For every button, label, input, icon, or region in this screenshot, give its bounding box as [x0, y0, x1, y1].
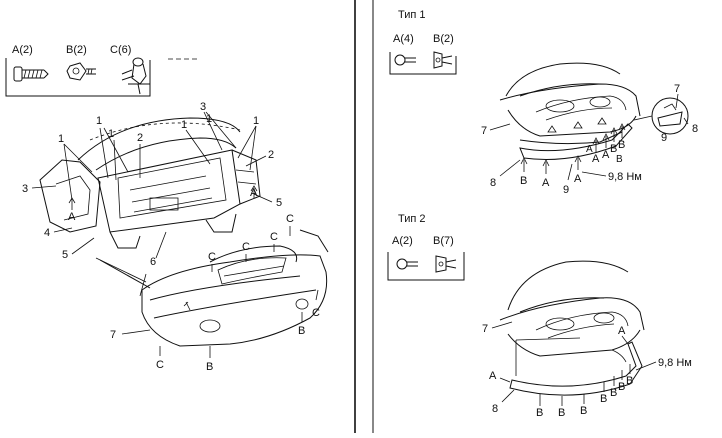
bolt-b-icon — [66, 62, 96, 81]
callout-7: 7 — [110, 329, 116, 341]
legend-label-a: A(2) — [12, 44, 33, 56]
screw-a-icon — [13, 66, 49, 82]
letter-b: B — [536, 407, 543, 419]
letter-c: C — [312, 307, 320, 319]
legend-label-b: B(2) — [66, 44, 87, 56]
letter-c: C — [270, 231, 278, 243]
callout-1: 1 — [58, 133, 64, 145]
callout-3: 3 — [200, 101, 206, 113]
letter-a: A — [574, 173, 582, 185]
type2-screw-a-icon — [396, 258, 418, 270]
letter-c: C — [242, 241, 250, 253]
letter-b: B — [616, 154, 623, 165]
letter-b: B — [600, 393, 607, 405]
left-fastener-legend: A(2) B(2) C(6) — [5, 44, 198, 97]
letter-b: B — [610, 143, 617, 155]
type1-legend-a: A(4) — [393, 33, 414, 45]
callout-5: 5 — [62, 249, 68, 261]
letter-b: B — [610, 387, 617, 399]
callout-9: 9 — [563, 184, 569, 196]
callout-8: 8 — [490, 177, 496, 189]
legend-label-c: C(6) — [110, 44, 131, 56]
type2-legend-b: B(7) — [433, 235, 454, 247]
letter-b: B — [558, 407, 565, 419]
left-exploded-view — [39, 117, 329, 347]
letter-b: B — [618, 381, 625, 393]
letter-a: A — [250, 187, 258, 199]
type2-clip-b-icon — [435, 255, 457, 273]
letter-a: A — [489, 370, 497, 382]
callout-1: 1 — [206, 113, 212, 125]
letter-a: A — [586, 144, 593, 155]
callout-2: 2 — [268, 149, 274, 161]
letter-a: A — [618, 325, 626, 337]
callout-1: 1 — [96, 115, 102, 127]
type1-callouts: 7 7 8 8 9 9 9,8 Нм — [481, 83, 698, 196]
letter-b: B — [520, 175, 527, 187]
callout-8: 8 — [692, 123, 698, 135]
type1-legend-b: B(2) — [433, 33, 454, 45]
letter-a: A — [542, 177, 550, 189]
callout-1: 1 — [108, 128, 114, 140]
type1-torque: 9,8 Нм — [608, 171, 642, 183]
callout-8: 8 — [492, 403, 498, 415]
callout-9: 9 — [661, 132, 667, 144]
clip-c-icon — [121, 57, 150, 95]
callout-5: 5 — [276, 197, 282, 209]
type1-section: Тип 1 A(4) B(2) — [389, 9, 689, 160]
type2-callouts: 7 8 9,8 Нм — [482, 321, 692, 415]
type2-title: Тип 2 — [398, 213, 426, 225]
callout-1: 1 — [253, 115, 259, 127]
letter-b: B — [206, 361, 213, 373]
type2-torque: 9,8 Нм — [658, 357, 692, 369]
letter-b: B — [298, 325, 305, 337]
letter-b: B — [618, 139, 625, 151]
callout-3: 3 — [22, 183, 28, 195]
type1-fastener-letters: A A A A B B B A B — [520, 123, 626, 189]
callout-7: 7 — [482, 323, 488, 335]
letter-b: B — [626, 375, 633, 387]
callout-7: 7 — [481, 125, 487, 137]
callout-6: 6 — [150, 256, 156, 268]
left-callouts: 1 1 1 2 1 3 1 1 3 2 4 5 5 6 7 — [22, 101, 282, 341]
type2-section: Тип 2 A(2) B(7) — [387, 213, 645, 396]
left-fastener-letters: A A C C C C C C B B — [68, 185, 320, 373]
letter-a: A — [592, 153, 600, 165]
letter-a: A — [68, 211, 76, 223]
callout-1: 1 — [181, 119, 187, 131]
type1-clip-b-icon — [433, 51, 453, 69]
type1-title: Тип 1 — [398, 9, 426, 21]
callout-4: 4 — [44, 227, 50, 239]
letter-c: C — [286, 213, 294, 225]
type1-screw-a-icon — [394, 54, 416, 66]
letter-a: A — [602, 149, 610, 161]
type2-fastener-letters: A A B B B B B B B — [489, 325, 633, 419]
type2-legend-a: A(2) — [392, 235, 413, 247]
letter-b: B — [580, 405, 587, 417]
callout-2: 2 — [137, 132, 143, 144]
callout-7: 7 — [674, 83, 680, 95]
letter-c: C — [156, 359, 164, 371]
letter-c: C — [208, 251, 216, 263]
